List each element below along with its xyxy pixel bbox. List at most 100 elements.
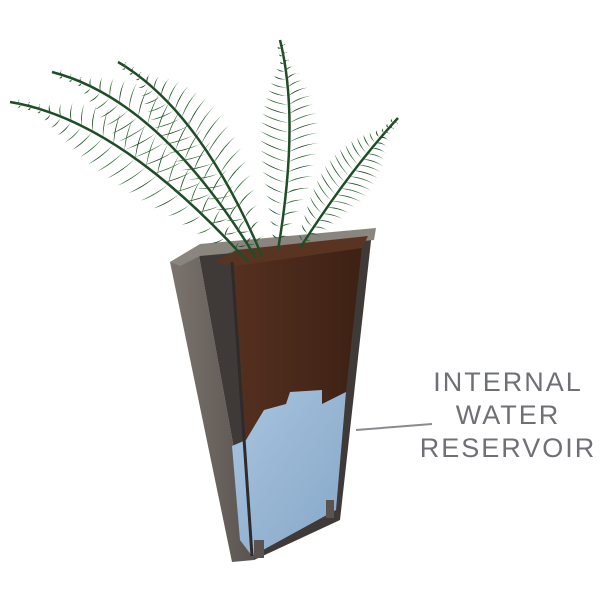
- fern-leaflet: [83, 86, 91, 94]
- planter: [170, 228, 376, 562]
- fern-leaflet: [146, 73, 151, 83]
- fern-leaflet: [59, 101, 62, 117]
- fern-leaflet: [201, 115, 222, 144]
- fern-leaflet: [77, 82, 82, 86]
- fern-leaflet: [281, 44, 286, 48]
- fern-leaflet: [58, 121, 72, 136]
- fern-leaflet: [345, 144, 359, 165]
- fern-leaflet: [153, 193, 180, 209]
- fern-leaflet: [185, 192, 212, 202]
- fern-frond: [117, 60, 264, 257]
- fern-leaflet: [329, 159, 346, 183]
- fern-leaflet: [250, 220, 261, 231]
- fern-leaflet: [97, 151, 125, 172]
- fern-leaflet: [232, 175, 251, 195]
- fern-leaflet: [70, 101, 74, 122]
- fern-leaflet: [309, 196, 323, 214]
- fern-leaflet: [260, 150, 289, 163]
- fern-leaflet: [358, 164, 382, 173]
- fern-leaflet: [37, 109, 42, 114]
- fern-leaflet: [288, 143, 319, 153]
- fern-leaflet: [322, 213, 344, 220]
- planter-front-edge: [230, 261, 254, 557]
- fern-leaflet: [304, 239, 313, 243]
- fern-leaflet: [129, 71, 134, 75]
- fern-leaflet: [277, 46, 283, 49]
- fern-leaflet: [279, 54, 284, 57]
- fern-leaflet: [279, 61, 285, 65]
- fern-leaflet: [162, 170, 194, 183]
- fern-leaflet: [88, 143, 114, 165]
- fern-leaflet: [284, 199, 305, 205]
- soil-surface: [214, 236, 368, 266]
- fern-leaflet: [175, 117, 192, 151]
- fern-leaflet: [281, 223, 295, 227]
- fern-leaflet: [138, 86, 149, 117]
- fern-leaflet: [68, 78, 73, 82]
- fern-leaflet: [301, 224, 310, 235]
- fern-leaflet: [270, 83, 288, 88]
- fern-leaflet: [336, 194, 362, 203]
- fern-leaflet: [161, 77, 170, 96]
- fern-leaflet: [351, 140, 363, 160]
- planter-foot-right: [326, 500, 334, 518]
- fern-leaflet: [288, 87, 308, 96]
- callout-line-3: RESERVOIR: [419, 433, 597, 463]
- fern-frond: [9, 99, 249, 263]
- fern-leaflet: [381, 128, 385, 134]
- fern-leaflet: [212, 237, 225, 244]
- fern-leaflet: [286, 73, 300, 79]
- callout-line-1: INTERNAL: [433, 367, 583, 397]
- fern-leaflet: [79, 77, 82, 83]
- fern-leaflet: [287, 80, 304, 88]
- fern-frond: [260, 39, 320, 251]
- fern-leaflet: [268, 207, 284, 216]
- fern-leaflet: [142, 150, 176, 166]
- fern-leaflet: [270, 220, 282, 227]
- fern-frond: [51, 70, 258, 259]
- fern-leaflet: [143, 95, 162, 105]
- fern-leaflet: [272, 234, 280, 239]
- fern-leaflet: [313, 188, 328, 208]
- fern-leaflet: [210, 217, 230, 223]
- soil-pot: [232, 246, 362, 440]
- fern-leaflet: [51, 116, 61, 128]
- fern-leaflet: [236, 230, 251, 233]
- planter-foot-left: [254, 540, 264, 558]
- fern-leaflet: [289, 122, 319, 133]
- fern-leaflet: [244, 204, 258, 219]
- fern-leaflet: [122, 66, 127, 70]
- fern-leaflet: [260, 140, 289, 153]
- callout-line-2: WATER: [455, 400, 561, 430]
- fern-leaflet: [265, 97, 289, 105]
- fern-leaflet: [28, 102, 31, 107]
- fern-leaflet: [285, 187, 310, 194]
- fern-leaflet: [299, 234, 305, 242]
- fern-leaflet: [106, 158, 136, 179]
- fern-leaflet: [151, 160, 185, 175]
- fern-leaflet: [153, 117, 182, 129]
- water-reservoir: [232, 390, 346, 556]
- fern-leaflet: [283, 211, 300, 216]
- fern-leaflet: [111, 116, 139, 134]
- fern-leaflet: [238, 189, 255, 207]
- fern-leaflet: [168, 81, 179, 103]
- fern-leaflet: [288, 153, 318, 163]
- fern-leaflet: [197, 183, 227, 190]
- fern-leaflet: [102, 107, 109, 138]
- callout-leader-line: [355, 423, 433, 431]
- fern-leaflet: [224, 224, 232, 238]
- fern-leaflet: [318, 220, 337, 226]
- fern-leaflet: [282, 52, 287, 55]
- fern-leaflet: [284, 59, 289, 63]
- fern-leaflet: [196, 225, 214, 234]
- fern-leaflet: [235, 241, 241, 250]
- fern-leaflet: [119, 79, 126, 103]
- fern-leaflet: [128, 175, 158, 194]
- fern-leaflet: [59, 74, 63, 79]
- fern-leaflet: [313, 226, 329, 232]
- fern-leaflet: [206, 194, 233, 200]
- fern-leaflet: [179, 166, 191, 194]
- fern-leaflet: [362, 159, 384, 167]
